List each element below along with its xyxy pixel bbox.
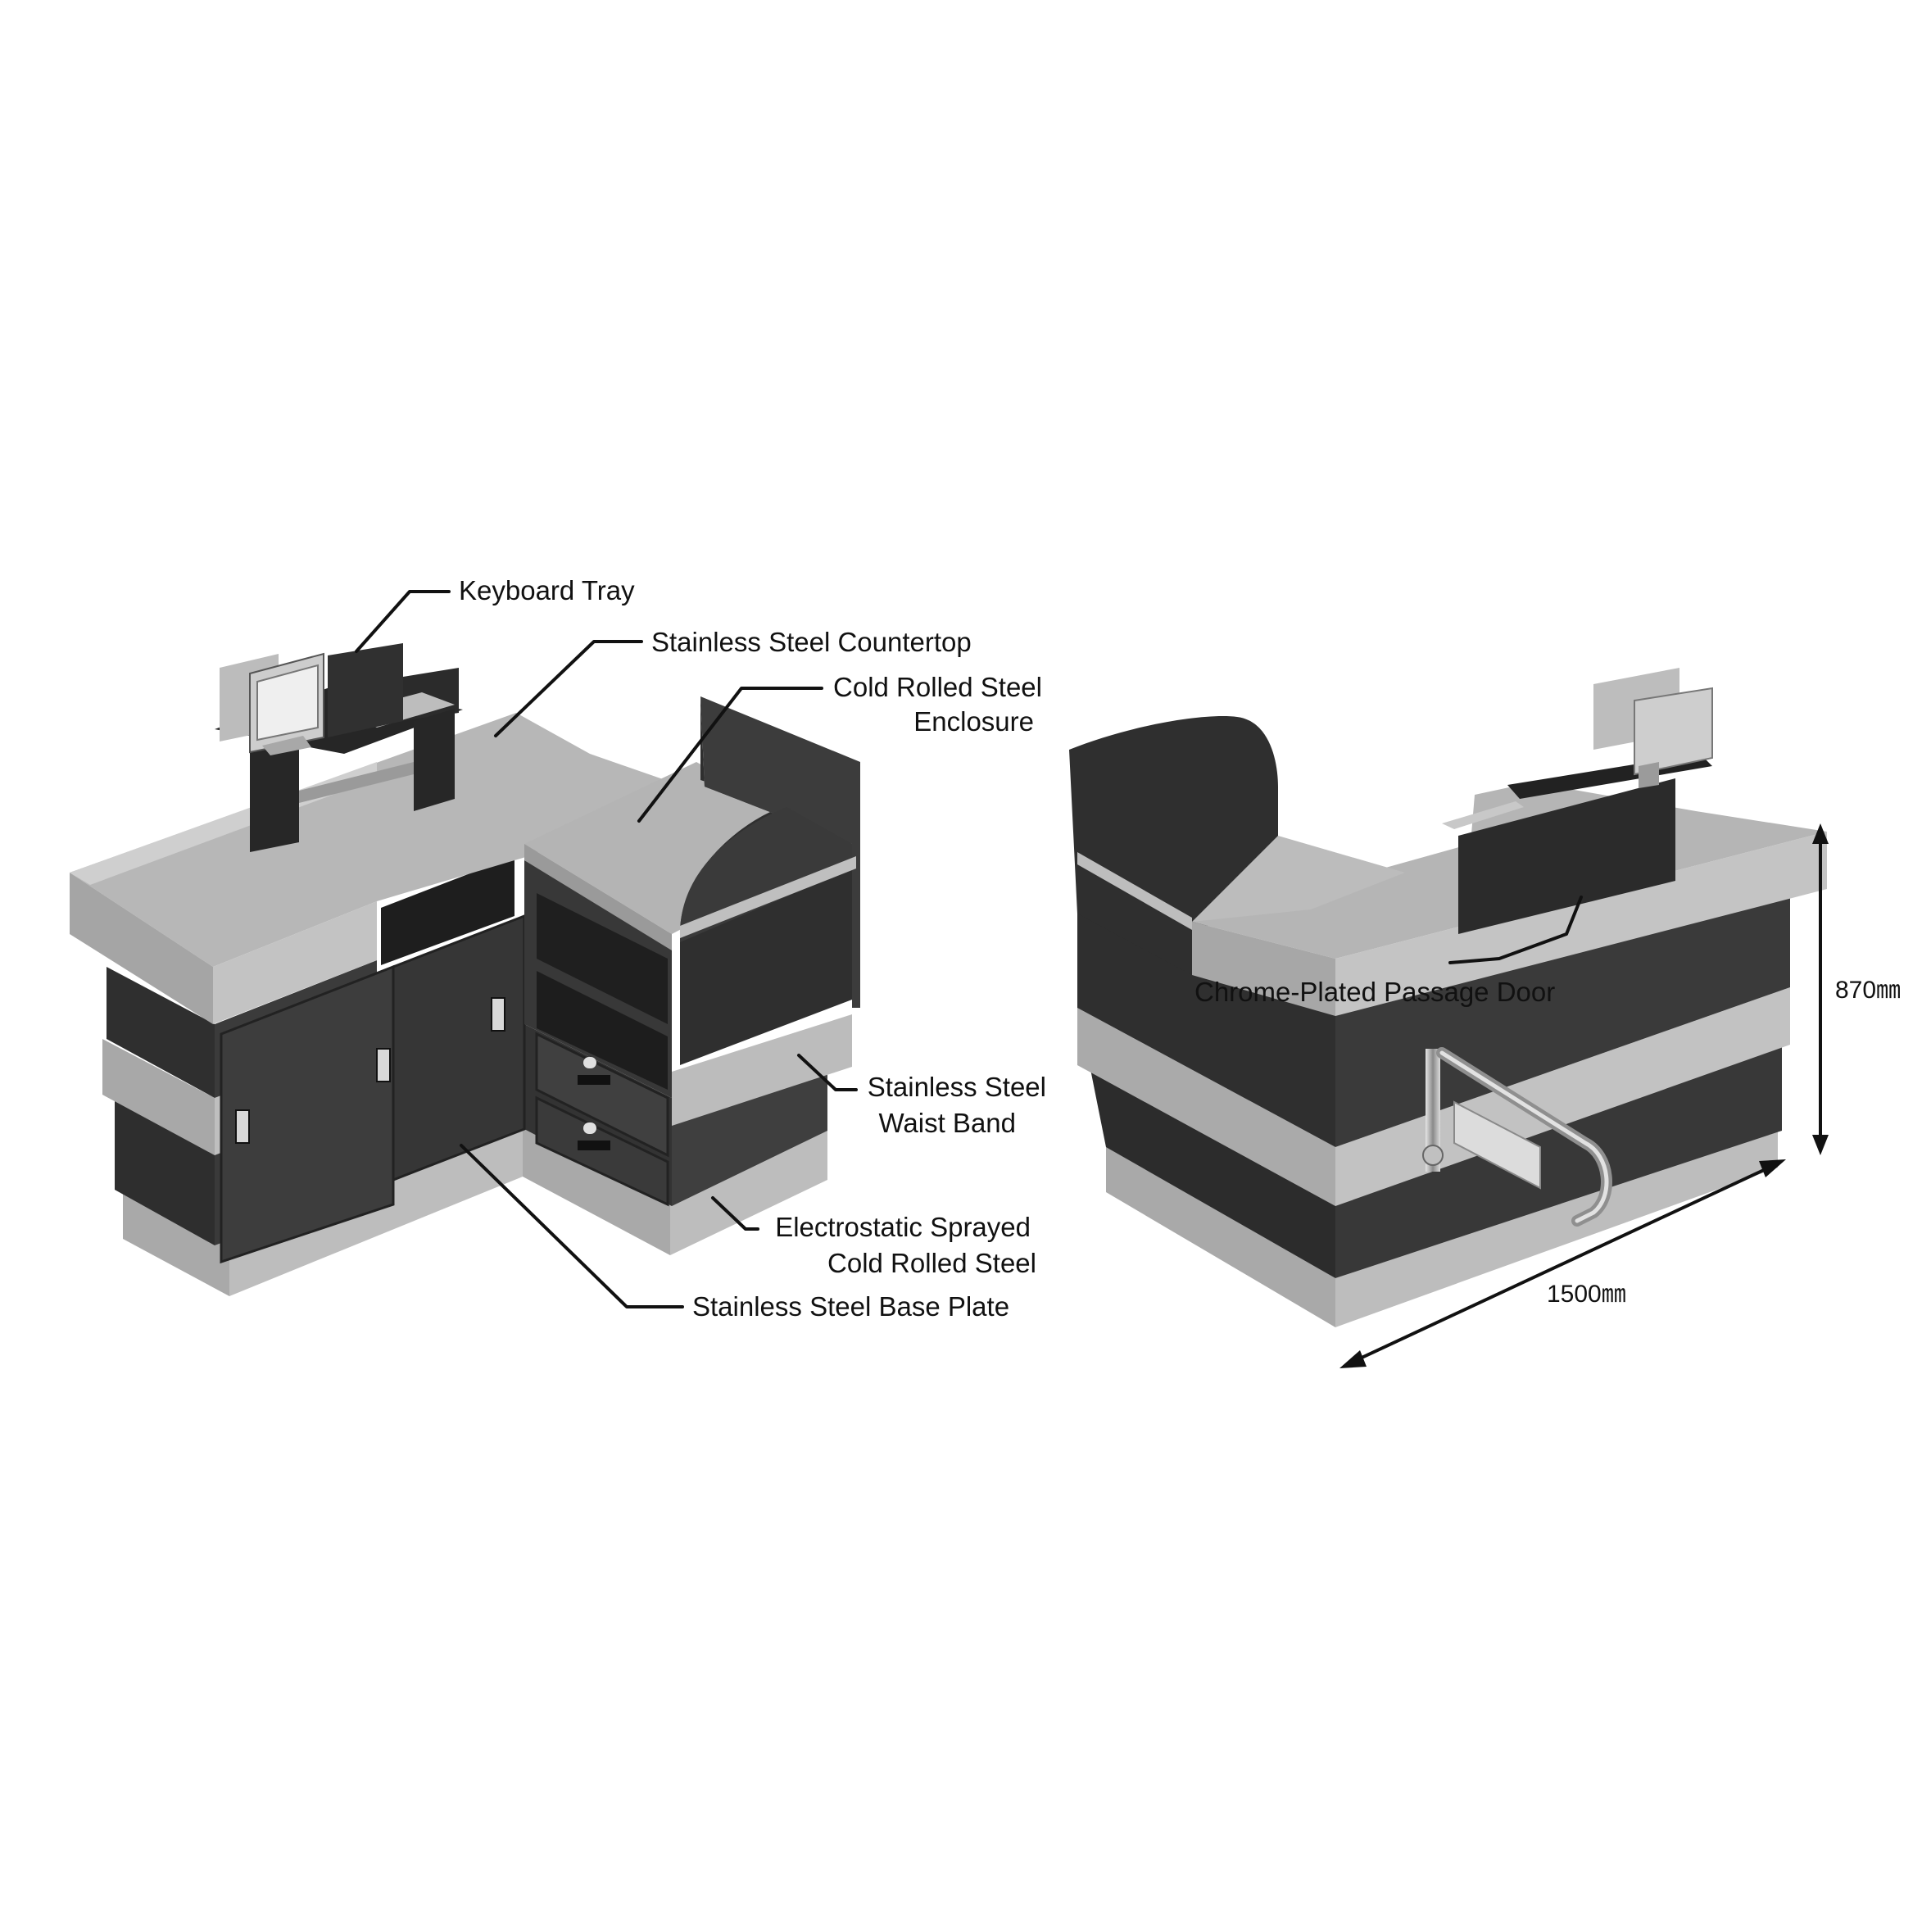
drawer-2 [535,1095,669,1207]
monitor-base [262,736,311,755]
left-sliding-door-1 [220,964,395,1264]
monitor-screen [256,664,319,742]
left-base-plate-right [523,1124,670,1255]
leader-sprayed-steel [711,1196,759,1231]
leader-waist-band [797,1054,858,1091]
drawer-handle-2 [578,1141,610,1150]
left-waist-band-side [102,1039,215,1155]
label-base-plate: Stainless Steel Base Plate [692,1291,1009,1322]
drawer-handle-1 [578,1075,610,1085]
left-upper-body-side [107,967,215,1098]
leader-countertop [494,640,643,737]
leader-base-plate [460,1144,684,1308]
open-shelf-lower [537,971,668,1090]
dimension-length-arrow [1339,1159,1786,1368]
enclosure-curve-face [680,807,852,942]
label-enclosure-line1: Cold Rolled Steel [833,672,1042,702]
label-enclosure-line2: Enclosure [913,706,1034,737]
left-countertop-edge-front [70,873,213,1024]
monitor-stand-rail [299,762,414,803]
door-handle-2 [376,1048,391,1082]
right-monitor-front [1634,687,1713,776]
left-base-plate-end [670,1129,827,1255]
label-dimension-height: 870㎜ [1835,977,1901,1004]
label-dimension-length: 1500㎜ [1547,1281,1626,1308]
label-sprayed-steel-line2: Cold Rolled Steel [827,1248,1036,1278]
drawer-knob-2 [583,1122,596,1134]
label-keyboard-tray: Keyboard Tray [459,575,635,605]
monitor-stand-right-leg [414,709,455,811]
right-enclosure-strip [1077,852,1192,930]
right-countertop-edge [1192,922,1335,1016]
drawer-1 [535,1032,669,1158]
label-sprayed-steel-line1: Electrostatic Sprayed [775,1212,1031,1242]
enclosure-strip [680,856,856,938]
left-lower-body-side [115,1090,215,1245]
drawer-knob-1 [583,1057,596,1068]
right-base-plate-left [1106,1143,1335,1327]
right-waist-band-front [1335,987,1790,1206]
callout-labels: Keyboard Tray Stainless Steel Countertop… [459,575,1901,1322]
door-handle-3 [491,997,505,1032]
cashier-console-top [1442,801,1524,829]
left-countertop-top [70,713,684,967]
monitor-stand-left-leg [250,725,299,852]
chrome-passage-door [1422,1047,1612,1227]
dimension-height-arrow [1812,823,1829,1155]
right-countertop-front-edge [1335,832,1827,1016]
left-countertop-edge-long [213,901,377,1024]
label-countertop: Stainless Steel Countertop [651,627,972,657]
right-counter-edge [524,844,672,950]
label-waist-band-line2: Waist Band [878,1108,1016,1138]
label-passage-door: Chrome-Plated Passage Door [1194,977,1555,1007]
enclosure-back [700,696,860,1008]
leader-enclosure [637,687,823,823]
monitor-stand-back [328,643,403,737]
left-waist-band-right [672,1014,852,1126]
label-waist-band-line1: Stainless Steel [868,1072,1046,1102]
door-handle-1 [235,1109,250,1144]
right-base-plate-front [1335,1122,1778,1327]
right-counter-illustration [1069,668,1827,1327]
left-sliding-door-2 [392,914,526,1182]
right-lower-body-front [1335,1024,1782,1278]
cashier-console-front [1458,778,1675,934]
right-enclosure-inner-counter [1192,836,1405,922]
open-shelf-upper [537,893,668,1024]
left-counter-illustration [70,643,860,1296]
leader-passage-door [1448,896,1583,964]
leader-keyboard-tray [355,590,451,653]
right-monitor-neck [1639,762,1659,788]
right-waist-band-left [1077,1008,1335,1206]
left-open-cubby [381,856,514,965]
left-base-plate-front [123,1186,229,1296]
leader-lines [355,590,1829,1368]
